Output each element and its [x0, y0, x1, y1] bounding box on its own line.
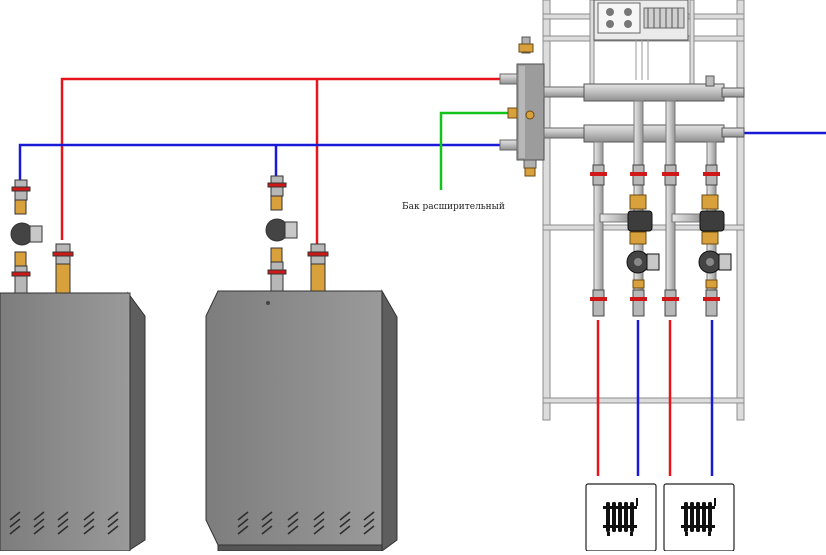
supply-pipes: [60, 77, 672, 476]
hydraulic-separator: [499, 36, 585, 177]
control-panel: [593, 0, 689, 80]
expansion-pipe: [439, 111, 512, 190]
expansion-tank-label: Бак расширительный: [402, 202, 505, 212]
supply-manifold: [583, 75, 745, 102]
return-manifold: [583, 124, 745, 143]
radiator-icon: [585, 483, 657, 552]
return-pipes: [18, 131, 826, 476]
radiator-icon: [663, 483, 735, 552]
boiler-1: [0, 179, 146, 552]
circuit-fittings: [590, 164, 732, 317]
boiler-2: [205, 175, 398, 552]
